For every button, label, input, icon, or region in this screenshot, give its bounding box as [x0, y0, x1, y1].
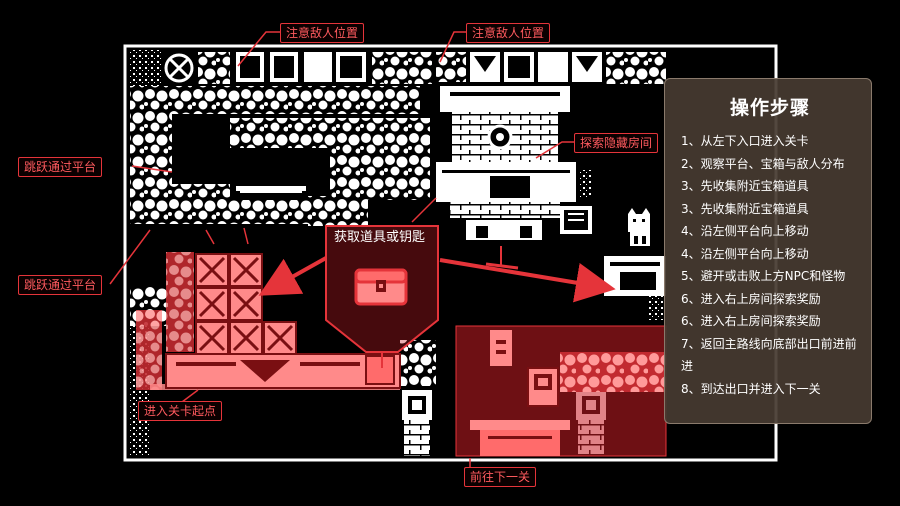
start-platform [165, 353, 401, 389]
steps-title: 操作步骤 [729, 97, 810, 119]
tag-enemy-right: 注意敌人位置 [466, 23, 551, 43]
crate-stack [195, 253, 297, 355]
tag-next-level: 前往下一关 [464, 467, 537, 487]
tag-jump-lower: 跳跃通过平台 [18, 275, 103, 295]
step-item: 4、沿左侧平台向上移动 [681, 246, 809, 261]
steps-list: 1、从左下入口进入关卡 2、观察平台、宝箱与敌人分布 3、先收集附近宝箱道具 3… [681, 130, 859, 400]
cat-npc-icon [628, 208, 650, 246]
tag-jump-upper: 跳跃通过平台 [18, 157, 103, 177]
top-block-row [130, 50, 666, 86]
tag-start-point: 进入关卡起点 [138, 401, 223, 421]
step-item: 3、先收集附近宝箱道具 [681, 179, 809, 193]
step-item: 4、沿左侧平台向上移动 [681, 224, 809, 238]
exit-area-highlight [455, 325, 667, 457]
steps-panel: 操作步骤 1、从左下入口进入关卡 2、观察平台、宝箱与敌人分布 3、先收集附近宝… [664, 78, 872, 424]
path-marker [485, 262, 519, 270]
tag-get-item: 获取道具或钥匙 [334, 230, 426, 245]
central-tower [436, 86, 592, 266]
step-item: 8、到达出口并进入下一关 [681, 381, 821, 396]
tag-enemy-left: 注意敌人位置 [280, 23, 365, 43]
step-item: 5、避开或击败上方NPC和怪物 [681, 269, 846, 283]
right-platform [604, 256, 666, 320]
step-item: 1、从左下入口进入关卡 [681, 134, 809, 148]
step-item: 3、先收集附近宝箱道具 [681, 201, 809, 216]
step-item: 2、观察平台、宝箱与敌人分布 [681, 156, 845, 171]
step-item: 6、进入右上房间探索奖励 [681, 291, 821, 306]
step-item: 6、进入右上房间探索奖励 [681, 314, 821, 328]
left-cave-walls [130, 86, 430, 456]
tag-hidden-room: 探索隐藏房间 [574, 133, 659, 153]
arrow-to-right-room [439, 258, 616, 303]
arrow-to-crates [258, 256, 327, 296]
treasure-chest-icon [354, 268, 408, 306]
step-item: 7、返回主路线向底部出口前进前进 [681, 336, 857, 374]
